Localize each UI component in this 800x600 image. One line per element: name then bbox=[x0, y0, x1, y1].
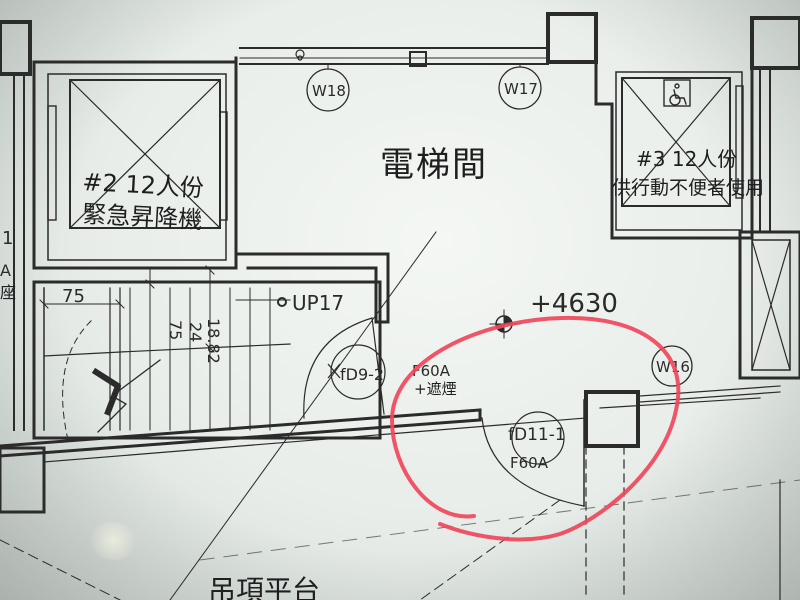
elevator-2-type: 緊急昇降機 bbox=[82, 200, 203, 234]
door-fd9-2 bbox=[303, 317, 386, 419]
stair-up-label: UP17 bbox=[292, 291, 344, 315]
window-label-w18: W18 bbox=[312, 82, 346, 100]
elevator-2-shaft bbox=[32, 60, 238, 270]
left-edge-fragment-2: A bbox=[0, 261, 11, 280]
top-wall bbox=[239, 47, 549, 67]
door-fd11-1 bbox=[481, 399, 585, 507]
door-fd11-rating: F60A bbox=[510, 454, 549, 472]
annotation-circle bbox=[389, 315, 681, 542]
stair-arrow bbox=[91, 367, 121, 416]
elevator-2-capacity: #2 12人份 bbox=[82, 168, 205, 202]
elevator-3-capacity: #3 12人份 bbox=[636, 147, 737, 171]
cross-mark-icon bbox=[327, 363, 341, 379]
stair-dim-18-82: 18.82 bbox=[204, 318, 223, 364]
level-label: +4630 bbox=[530, 289, 618, 319]
door-fd9-tag: fD9-2 bbox=[340, 365, 384, 384]
window-label-w17: W17 bbox=[504, 80, 538, 98]
window-tag-w16 bbox=[651, 345, 693, 387]
up-marker bbox=[277, 297, 287, 307]
column-top-middle bbox=[546, 12, 598, 64]
column-top-right bbox=[750, 16, 800, 70]
stair-dim-24: 24 bbox=[186, 322, 205, 342]
column-lobby bbox=[584, 390, 640, 448]
left-edge-fragment-3: 座 bbox=[0, 283, 16, 302]
elevator-lobby-label: 電梯間 bbox=[380, 145, 488, 185]
lobby-left-wall bbox=[234, 56, 390, 324]
left-edge-fragment-1: 1 bbox=[2, 228, 13, 249]
stair bbox=[32, 265, 382, 440]
door-fd9-note: +遮煙 bbox=[414, 380, 457, 398]
stair-break-icon bbox=[97, 359, 161, 433]
bottom-room-label: 吊項平台 bbox=[208, 574, 320, 600]
column-top-left bbox=[0, 20, 32, 76]
stair-dim-75-b: 75 bbox=[166, 320, 185, 340]
door-fd11-tag: fD11-1 bbox=[508, 425, 566, 445]
corridor-walls bbox=[0, 385, 781, 514]
elevator-3-shaft bbox=[594, 60, 771, 240]
wheelchair-icon bbox=[663, 79, 691, 107]
elevator-3-type: 供行動不便者使用 bbox=[612, 177, 764, 199]
light-glare bbox=[88, 522, 138, 560]
stair-dim-75-a: 75 bbox=[62, 286, 85, 307]
